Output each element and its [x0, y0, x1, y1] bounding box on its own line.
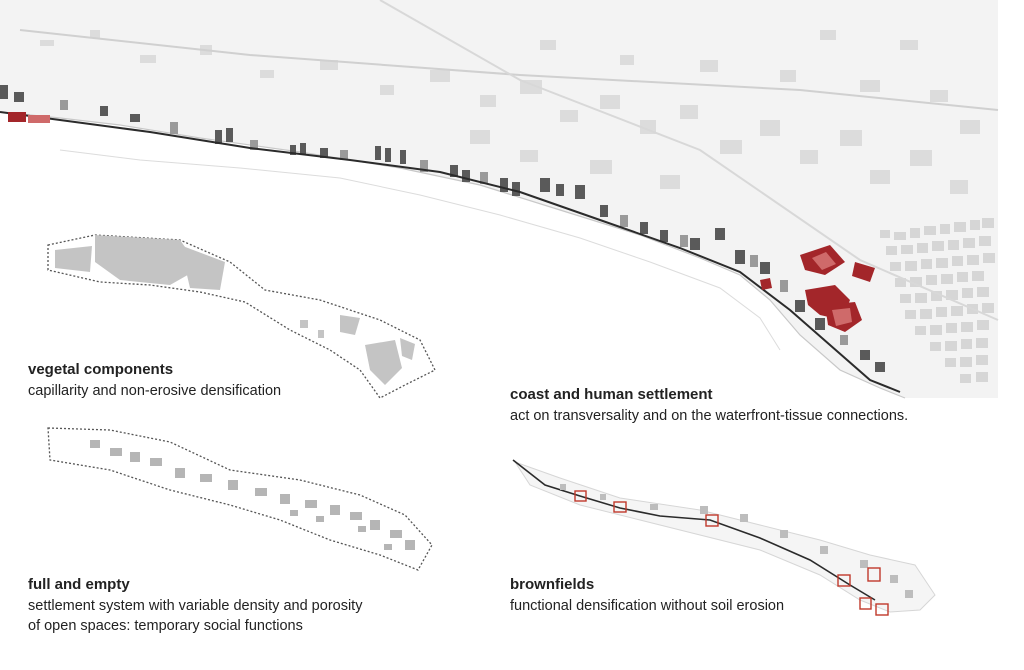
brownfields-caption: brownfields functional densification wit… — [510, 575, 840, 616]
vegetal-components-diagram — [47, 234, 436, 399]
main-coastal-map — [0, 0, 999, 399]
full-and-empty-subtitle-line1: settlement system with variable density … — [28, 598, 363, 614]
brownfields-diagram — [512, 459, 936, 616]
brownfield-markers — [574, 490, 889, 616]
brownfield-sites-main — [8, 112, 875, 332]
inland-road-2 — [379, 0, 999, 321]
brownfield-marker — [837, 574, 851, 587]
vegetal-boundary — [47, 234, 436, 399]
vegetal-components-subtitle: capillarity and non-erosive densificatio… — [28, 383, 282, 399]
full-empty-boundary — [47, 427, 433, 571]
brownfield-marker — [867, 567, 881, 582]
brownfield-marker — [705, 514, 719, 527]
coastline — [0, 111, 906, 399]
coast-settlement-subtitle: act on transversality and on the waterfr… — [510, 408, 909, 424]
land-area — [0, 0, 998, 398]
brownfields-blocks — [560, 484, 913, 598]
coast-settlement-caption: coast and human settlement act on transv… — [510, 385, 1010, 426]
vegetal-patches — [55, 235, 415, 385]
shore-line — [59, 149, 781, 351]
full-and-empty-title: full and empty — [28, 576, 130, 593]
full-and-empty-subtitle-line2: of open spaces: temporary social functio… — [28, 618, 303, 634]
brownfield-marker — [875, 603, 889, 616]
waterfront-buildings-mid — [60, 100, 848, 345]
vegetal-components-title: vegetal components — [28, 361, 174, 378]
coast-settlement-title: coast and human settlement — [510, 386, 713, 403]
vegetal-components-caption: vegetal components capillarity and non-e… — [28, 360, 348, 401]
full-and-empty-caption: full and empty settlement system with va… — [28, 575, 448, 636]
inland-road-1 — [19, 29, 999, 111]
full-and-empty-diagram — [47, 427, 433, 571]
brownfields-title: brownfields — [510, 576, 595, 593]
brownfields-railway — [512, 459, 876, 601]
brownfield-marker — [574, 490, 587, 502]
waterfront-buildings — [0, 85, 885, 372]
coastal-railway — [0, 111, 901, 393]
brownfield-marker — [613, 501, 627, 513]
brownfield-marker — [859, 597, 872, 610]
full-empty-blocks — [90, 440, 415, 550]
brownfields-subtitle: functional densification without soil er… — [510, 598, 785, 614]
urban-grid-east — [880, 218, 995, 383]
